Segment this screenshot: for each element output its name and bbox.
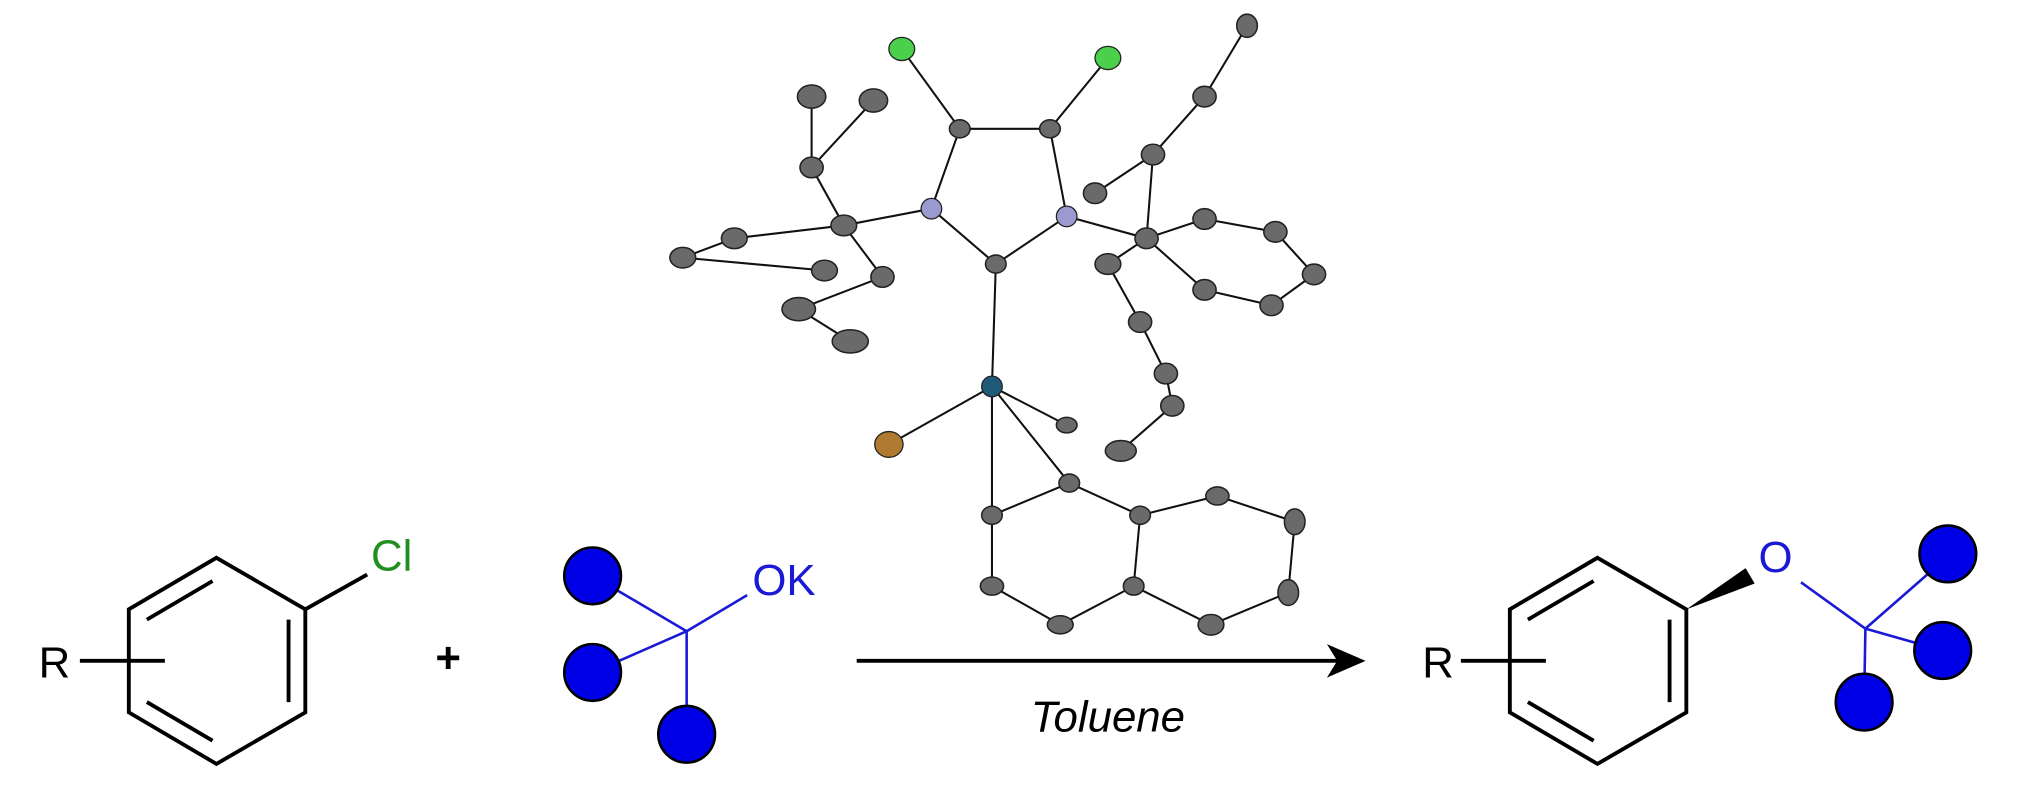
potassium-tert-butoxide: OK (562, 546, 816, 764)
plus-sign: + (435, 633, 461, 682)
oxygen-label: O (1758, 533, 1792, 582)
aryl-ether-product: R O (1422, 524, 1978, 767)
substituent-r: R (39, 639, 71, 688)
solvent-label: Toluene (1031, 693, 1185, 742)
aryl-chloride: R Cl (39, 532, 412, 767)
catalyst-crystal-structure (669, 13, 1327, 636)
chlorine-label: Cl (371, 532, 412, 581)
product-substituent-r: R (1422, 639, 1454, 688)
reaction-arrow (856, 644, 1366, 678)
ok-label: OK (752, 556, 815, 605)
